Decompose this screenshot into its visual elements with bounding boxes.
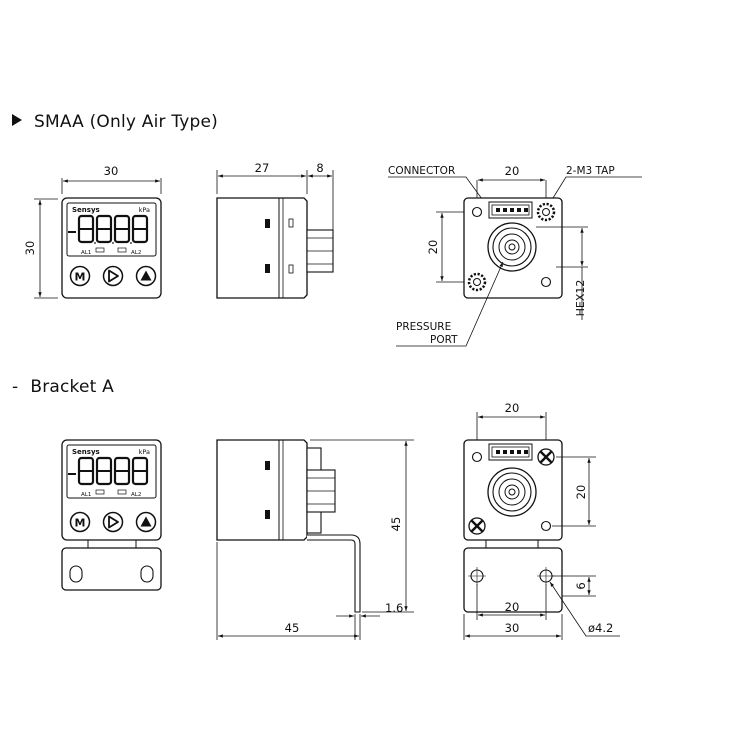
dim-front-width: 30	[104, 164, 119, 178]
dim-side-fitting: 8	[316, 161, 323, 175]
bracket-front-view: Sensys kPa AL1 AL2 M	[61, 439, 162, 591]
bracket-play-icon	[108, 515, 119, 529]
bracket-triangle-up-icon	[140, 516, 152, 527]
dim-rear-vertical: 20	[426, 240, 440, 255]
triangle-up-icon	[140, 270, 152, 281]
dim-hole-diameter: ø4.2	[588, 621, 613, 635]
bracket-front-al2: AL2	[131, 492, 141, 498]
dim-bracket-rear-right: 20	[574, 485, 588, 500]
bracket-front-m-label: M	[75, 517, 86, 530]
dim-bracket-thickness: 1.6	[385, 601, 403, 615]
bracket-front-brand: Sensys	[72, 448, 100, 456]
front-m-button: M	[69, 265, 91, 287]
front-unit: kPa	[139, 206, 150, 214]
dim-front-height: 30	[23, 241, 37, 256]
dim-rear-connector: 20	[505, 164, 520, 178]
dim-bracket-width: 45	[285, 621, 300, 635]
heading-smaa-text: SMAA (Only Air Type)	[34, 112, 218, 132]
bracket-front-al1: AL1	[81, 492, 91, 498]
front-brand: Sensys	[72, 206, 100, 214]
dim-bracket-rear-holes: 20	[505, 600, 520, 614]
dim-bracket-rear-width: 30	[505, 621, 520, 635]
rear-view: CONNECTOR 2-M3 TAP 20 20	[388, 164, 642, 347]
heading-bracket: -Bracket A	[12, 377, 114, 397]
front-view: 30 30 Sensys kPa AL1 AL2 M	[23, 164, 162, 299]
play-triangle-icon	[12, 114, 22, 126]
front-m-label: M	[75, 271, 86, 284]
front-play-button	[102, 265, 124, 287]
bracket-front-unit: kPa	[139, 448, 150, 456]
front-al2: AL2	[131, 250, 141, 256]
side-view: 27 8	[216, 161, 334, 299]
front-up-button	[135, 265, 157, 287]
bracket-rear-view: 20 20 6	[463, 401, 620, 640]
dim-bracket-height: 45	[389, 517, 403, 532]
callout-port: PORT	[430, 334, 458, 346]
dim-side-depth: 27	[255, 161, 270, 175]
callout-tap: 2-M3 TAP	[566, 165, 615, 177]
heading-bracket-dash: -	[12, 377, 19, 397]
dim-bracket-rear-top: 20	[505, 401, 520, 415]
play-icon	[108, 269, 119, 283]
front-al1: AL1	[81, 250, 91, 256]
heading-smaa: SMAA (Only Air Type)	[12, 112, 218, 132]
heading-bracket-text: Bracket A	[30, 377, 114, 397]
dim-hex: HEX12	[574, 280, 587, 317]
callout-connector: CONNECTOR	[388, 165, 455, 177]
callout-pressure: PRESSURE	[396, 321, 451, 333]
dim-bracket-slot: 6	[574, 582, 588, 589]
bracket-side-view: 45 1.6 45	[216, 439, 414, 640]
